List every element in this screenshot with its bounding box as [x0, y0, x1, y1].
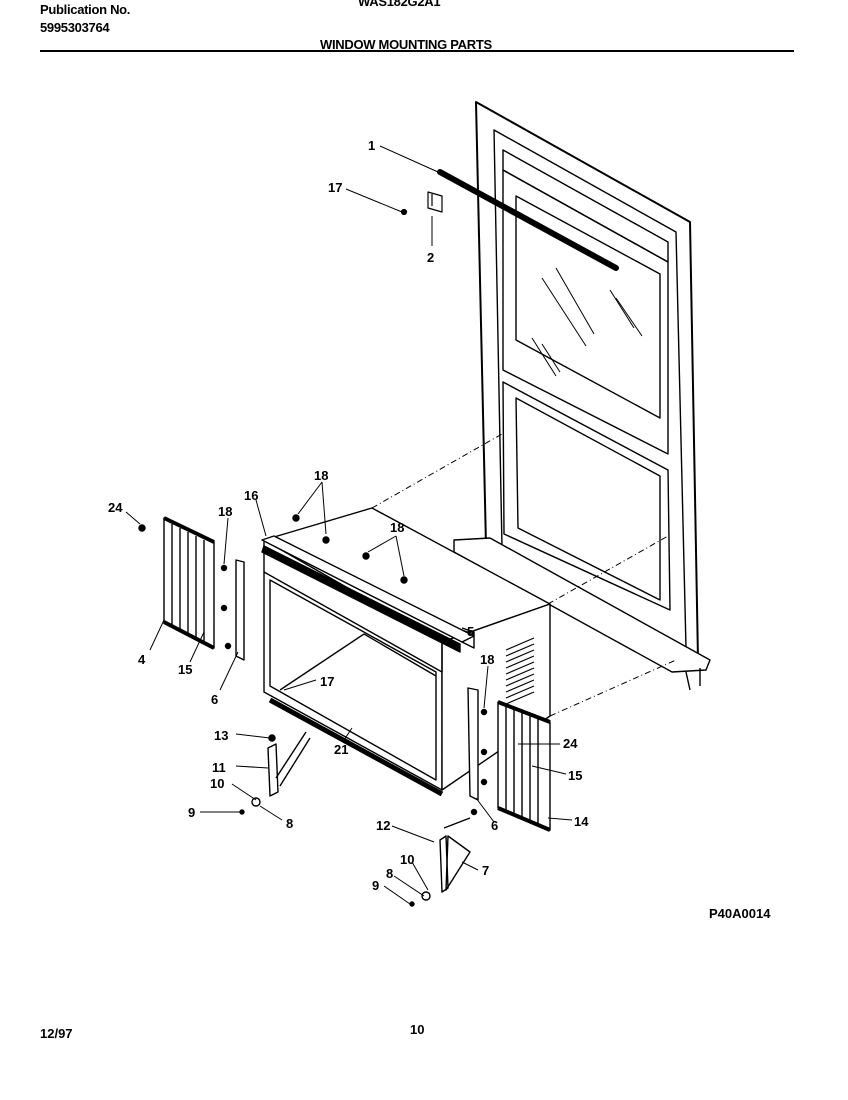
left-accordion-panel [163, 516, 215, 650]
callout-18: 18 [390, 520, 404, 535]
callout-12: 12 [376, 818, 390, 833]
header-rule [40, 50, 794, 52]
top-weather-seal [437, 169, 619, 271]
callout-4: 4 [138, 652, 146, 667]
left-side-rail [220, 559, 245, 661]
callout-24: 24 [108, 500, 123, 515]
callout-2: 2 [427, 250, 434, 265]
callout-8: 8 [386, 866, 393, 881]
cabinet-louvers [505, 637, 535, 705]
sash-lock-bracket [400, 191, 443, 216]
section-title: WINDOW MOUNTING PARTS [320, 37, 492, 52]
publication-label: Publication No. [40, 2, 131, 17]
callout-1: 1 [368, 138, 375, 153]
bottom-seal-strip [268, 697, 444, 797]
callout-6: 6 [211, 692, 218, 707]
figure-code: P40A0014 [709, 906, 771, 921]
callout-11: 11 [212, 760, 226, 775]
callout-24: 24 [563, 736, 578, 751]
callout-15: 15 [568, 768, 582, 783]
model-number: WAS182G2A1 [358, 0, 441, 9]
callout-8: 8 [286, 816, 293, 831]
left-support-bracket [239, 731, 311, 815]
callout-10: 10 [210, 776, 224, 791]
callout-21: 21 [334, 742, 348, 757]
callout-13: 13 [214, 728, 228, 743]
page-number: 10 [410, 1022, 425, 1037]
leader-lines [125, 145, 677, 905]
window-frame [453, 101, 711, 691]
callout-labels: 1 17 2 18 16 18 24 18 4 15 6 5 17 13 11 … [108, 138, 589, 893]
callout-17: 17 [320, 674, 334, 689]
callout-10: 10 [400, 852, 414, 867]
callout-17: 17 [328, 180, 342, 195]
top-mounting-rail [261, 535, 475, 653]
callout-18: 18 [314, 468, 328, 483]
callout-14: 14 [574, 814, 589, 829]
callout-5: 5 [467, 624, 474, 639]
callout-7: 7 [482, 863, 489, 878]
right-accordion-panel [497, 700, 551, 832]
revision-date: 12/97 [40, 1026, 73, 1041]
callout-15: 15 [178, 662, 192, 677]
callout-9: 9 [372, 878, 379, 893]
glass-glare [531, 267, 643, 377]
publication-number: 5995303764 [40, 20, 110, 35]
right-support-bracket [409, 808, 478, 907]
callout-9: 9 [188, 805, 195, 820]
screws [138, 514, 408, 584]
callout-18: 18 [218, 504, 232, 519]
callout-18: 18 [480, 652, 494, 667]
callout-6: 6 [491, 818, 498, 833]
callout-16: 16 [244, 488, 258, 503]
